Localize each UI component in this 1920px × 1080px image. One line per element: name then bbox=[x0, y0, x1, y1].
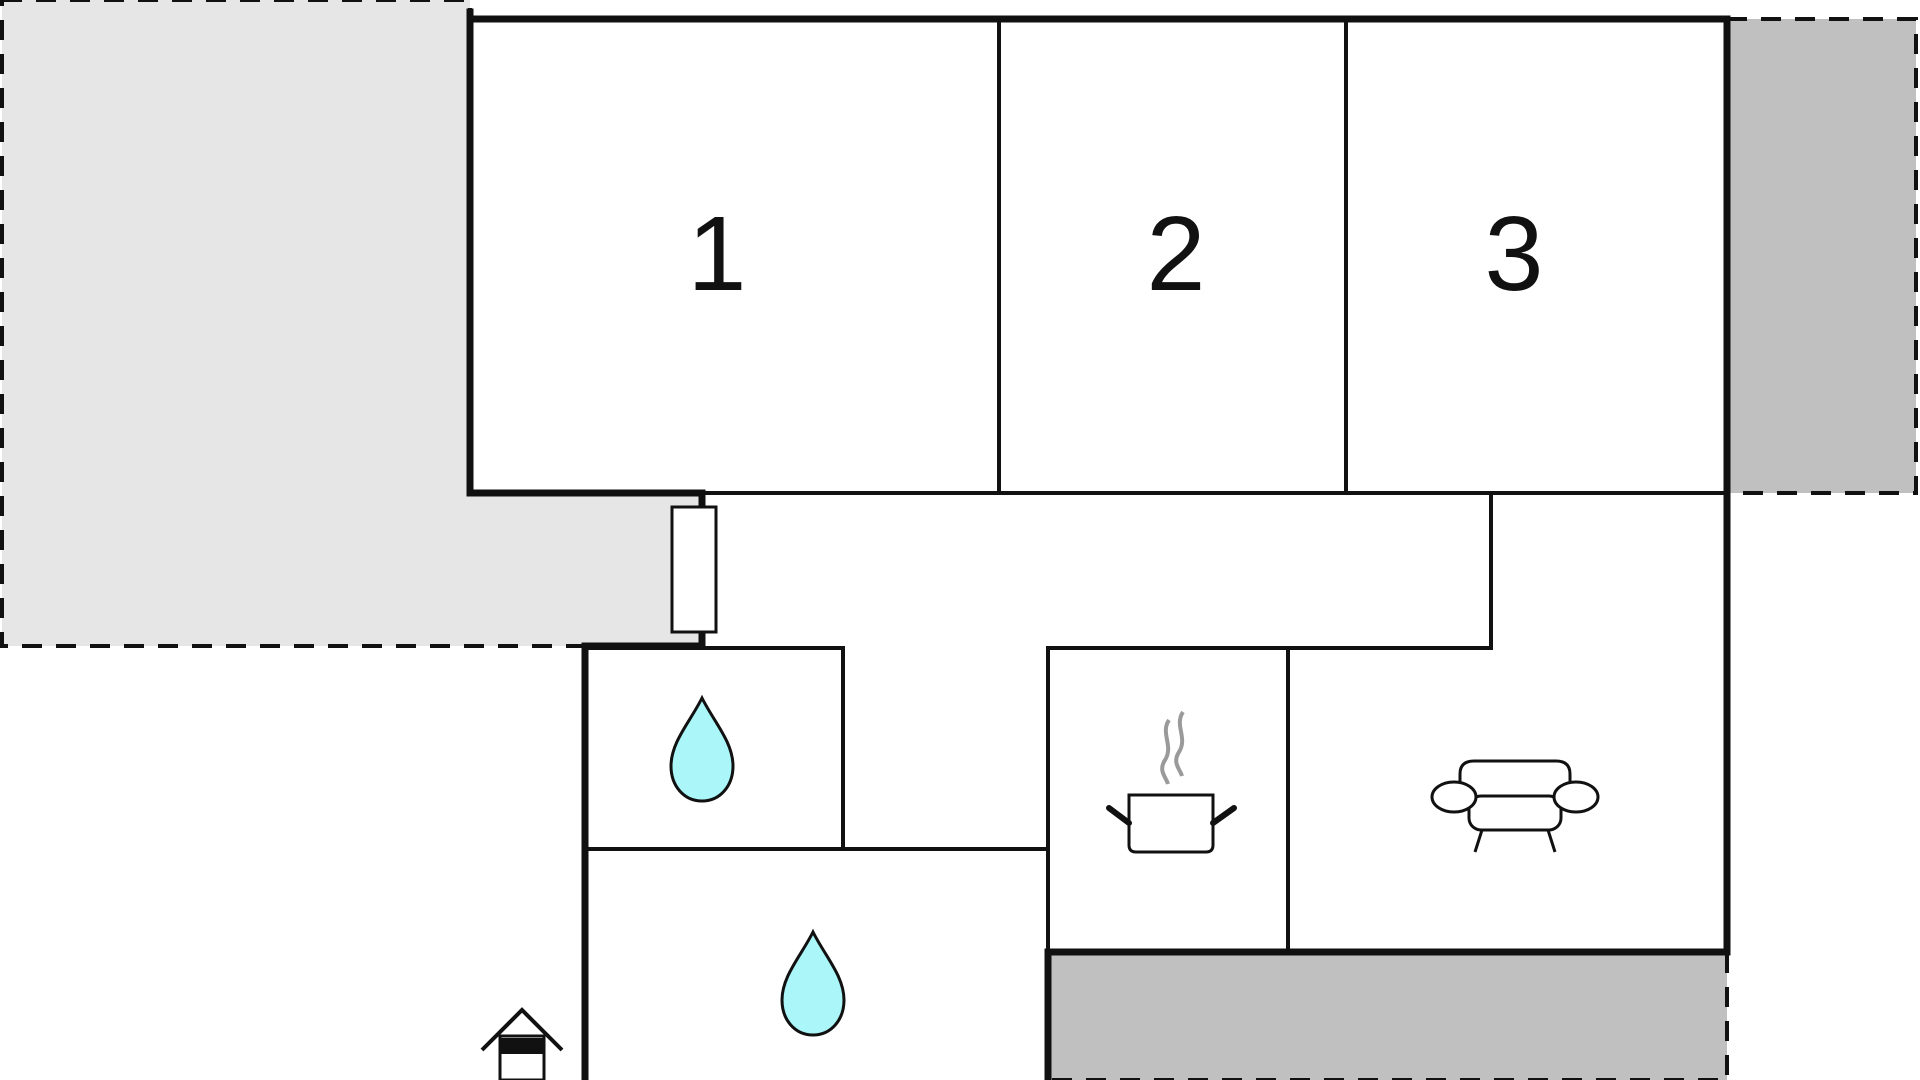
room-label-2: 2 bbox=[1147, 195, 1206, 313]
exterior-wall-top bbox=[466, 15, 1731, 956]
room-label-1: 1 bbox=[688, 195, 747, 313]
wall-hall-kitchen bbox=[1046, 493, 1493, 952]
room-label-3: 3 bbox=[1485, 195, 1544, 313]
building bbox=[466, 8, 1731, 1080]
living-room-sofa-icon bbox=[1430, 759, 1600, 853]
building-footprint bbox=[470, 19, 1727, 1080]
room-labels: 1 2 3 bbox=[688, 195, 1544, 313]
terrace-right bbox=[1725, 17, 1918, 495]
entrance-door bbox=[670, 505, 718, 634]
wall-bathroom-1 bbox=[585, 646, 845, 849]
entrance-house-icon bbox=[480, 1007, 564, 1080]
exterior-wall-left-upper bbox=[466, 8, 706, 509]
bathroom-water-drop-icon bbox=[669, 694, 735, 803]
terrace-bottom bbox=[1046, 950, 1729, 1080]
bathroom-water-drop-icon bbox=[780, 928, 846, 1037]
kitchen-pot-icon bbox=[1106, 710, 1237, 854]
interior-walls bbox=[585, 19, 1727, 952]
